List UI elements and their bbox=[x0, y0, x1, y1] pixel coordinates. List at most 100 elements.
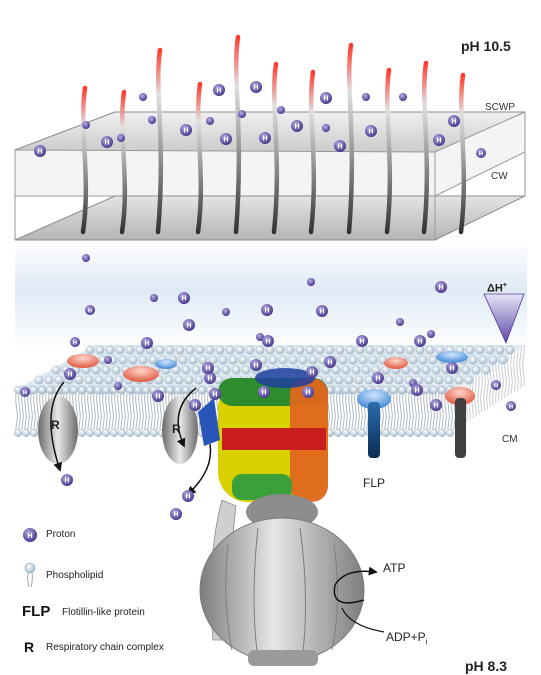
phospholipid-head bbox=[154, 375, 164, 385]
phospholipid-head bbox=[181, 365, 191, 375]
proton bbox=[372, 372, 384, 384]
proton-label: H bbox=[206, 366, 211, 373]
phospholipid-head bbox=[174, 375, 184, 385]
phospholipid-head bbox=[298, 355, 308, 365]
proton-label: H bbox=[186, 494, 191, 501]
proton-label: H bbox=[437, 138, 442, 145]
phospholipid-head bbox=[345, 345, 355, 355]
proton bbox=[261, 304, 273, 316]
phospholipid-head bbox=[338, 355, 348, 365]
proton bbox=[202, 362, 214, 374]
proton bbox=[117, 134, 125, 142]
membrane-protein-bump bbox=[436, 351, 468, 363]
flp-protein bbox=[357, 389, 391, 458]
delta-h-label: ΔH+ bbox=[487, 282, 507, 295]
phospholipid-head bbox=[51, 365, 61, 375]
legend-flp-symbol: FLP bbox=[22, 603, 51, 620]
proton bbox=[222, 308, 230, 316]
proton-label: H bbox=[263, 136, 268, 143]
phospholipid-head bbox=[375, 345, 385, 355]
proton bbox=[70, 337, 80, 347]
atp-label: ATP bbox=[383, 561, 406, 575]
phospholipid-head bbox=[406, 429, 415, 438]
phospholipid-head bbox=[208, 355, 218, 365]
proton bbox=[320, 92, 332, 104]
proton-label: H bbox=[213, 392, 218, 399]
proton bbox=[258, 386, 270, 398]
phospholipid-head bbox=[94, 375, 104, 385]
proton bbox=[101, 136, 113, 148]
phospholipid-head bbox=[268, 355, 278, 365]
phospholipid-head bbox=[382, 429, 391, 438]
proton bbox=[204, 372, 216, 384]
proton-pump-arrow-left bbox=[50, 381, 65, 472]
proton bbox=[307, 278, 315, 286]
phospholipid-head bbox=[91, 365, 101, 375]
phospholipid-head bbox=[485, 345, 495, 355]
phospholipid-head bbox=[288, 355, 298, 365]
phospholipid-head bbox=[390, 386, 399, 395]
phospholipid-head bbox=[368, 355, 378, 365]
phospholipid-head bbox=[411, 365, 421, 375]
proton-label: H bbox=[224, 137, 229, 144]
phospholipid-head bbox=[95, 345, 105, 355]
phospholipid-head bbox=[414, 429, 423, 438]
phospholipid-head bbox=[342, 386, 351, 395]
phospholipid-head bbox=[181, 386, 190, 395]
scwp-label: SCWP bbox=[485, 102, 515, 113]
proton-label: H bbox=[360, 339, 365, 346]
proton-label: H bbox=[369, 129, 374, 136]
scwp-fiber bbox=[155, 47, 164, 235]
legend-proton-text: Proton bbox=[46, 529, 76, 540]
phospholipid-head bbox=[398, 429, 407, 438]
proton-label: H bbox=[156, 394, 161, 401]
phospholipid-head bbox=[149, 429, 158, 438]
proton bbox=[139, 93, 147, 101]
proton-label: H bbox=[73, 341, 77, 347]
phospholipid-head bbox=[285, 345, 295, 355]
proton-label: H bbox=[324, 96, 329, 103]
phospholipid-head bbox=[495, 345, 505, 355]
proton-gradient-triangle bbox=[483, 293, 525, 345]
phospholipid-head bbox=[438, 429, 447, 438]
proton bbox=[82, 254, 90, 262]
phospholipid-head bbox=[405, 345, 415, 355]
proton bbox=[362, 93, 370, 101]
phospholipid-head bbox=[446, 429, 455, 438]
proton-label: H bbox=[182, 296, 187, 303]
phospholipid-head bbox=[141, 386, 150, 395]
respiratory-complex-left bbox=[38, 396, 78, 464]
proton bbox=[238, 110, 246, 118]
phospholipid-head bbox=[191, 365, 201, 375]
proton bbox=[256, 333, 264, 341]
phospholipid-head bbox=[188, 355, 198, 365]
membrane-protein-bump bbox=[155, 359, 177, 369]
phospholipid-head bbox=[434, 375, 444, 385]
phospholipid-head bbox=[118, 355, 128, 365]
scwp-fiber bbox=[346, 42, 355, 235]
phospholipid-head bbox=[46, 386, 55, 395]
phospholipid-head bbox=[354, 375, 364, 385]
proton bbox=[448, 115, 460, 127]
phospholipid-head bbox=[395, 345, 405, 355]
phospholipid-head bbox=[215, 345, 225, 355]
phospholipid-head bbox=[104, 375, 114, 385]
proton bbox=[206, 117, 214, 125]
phospholipid-head bbox=[228, 355, 238, 365]
phospholipid-head bbox=[30, 429, 39, 438]
phospholipid-head bbox=[471, 365, 481, 375]
phospholipid-head bbox=[305, 345, 315, 355]
phospholipid-head bbox=[350, 429, 359, 438]
phospholipid-head bbox=[421, 365, 431, 375]
phospholipid-head bbox=[295, 345, 305, 355]
phospholipid-head bbox=[101, 365, 111, 375]
phospholipid-head bbox=[125, 386, 134, 395]
respiratory-complex-mid bbox=[162, 396, 198, 464]
proton bbox=[104, 356, 112, 364]
proton-label: H bbox=[310, 370, 315, 377]
phospholipid-head bbox=[54, 375, 64, 385]
proton bbox=[491, 380, 501, 390]
phospholipid-head bbox=[365, 345, 375, 355]
proton bbox=[170, 508, 182, 520]
svg-text:H: H bbox=[27, 533, 32, 540]
